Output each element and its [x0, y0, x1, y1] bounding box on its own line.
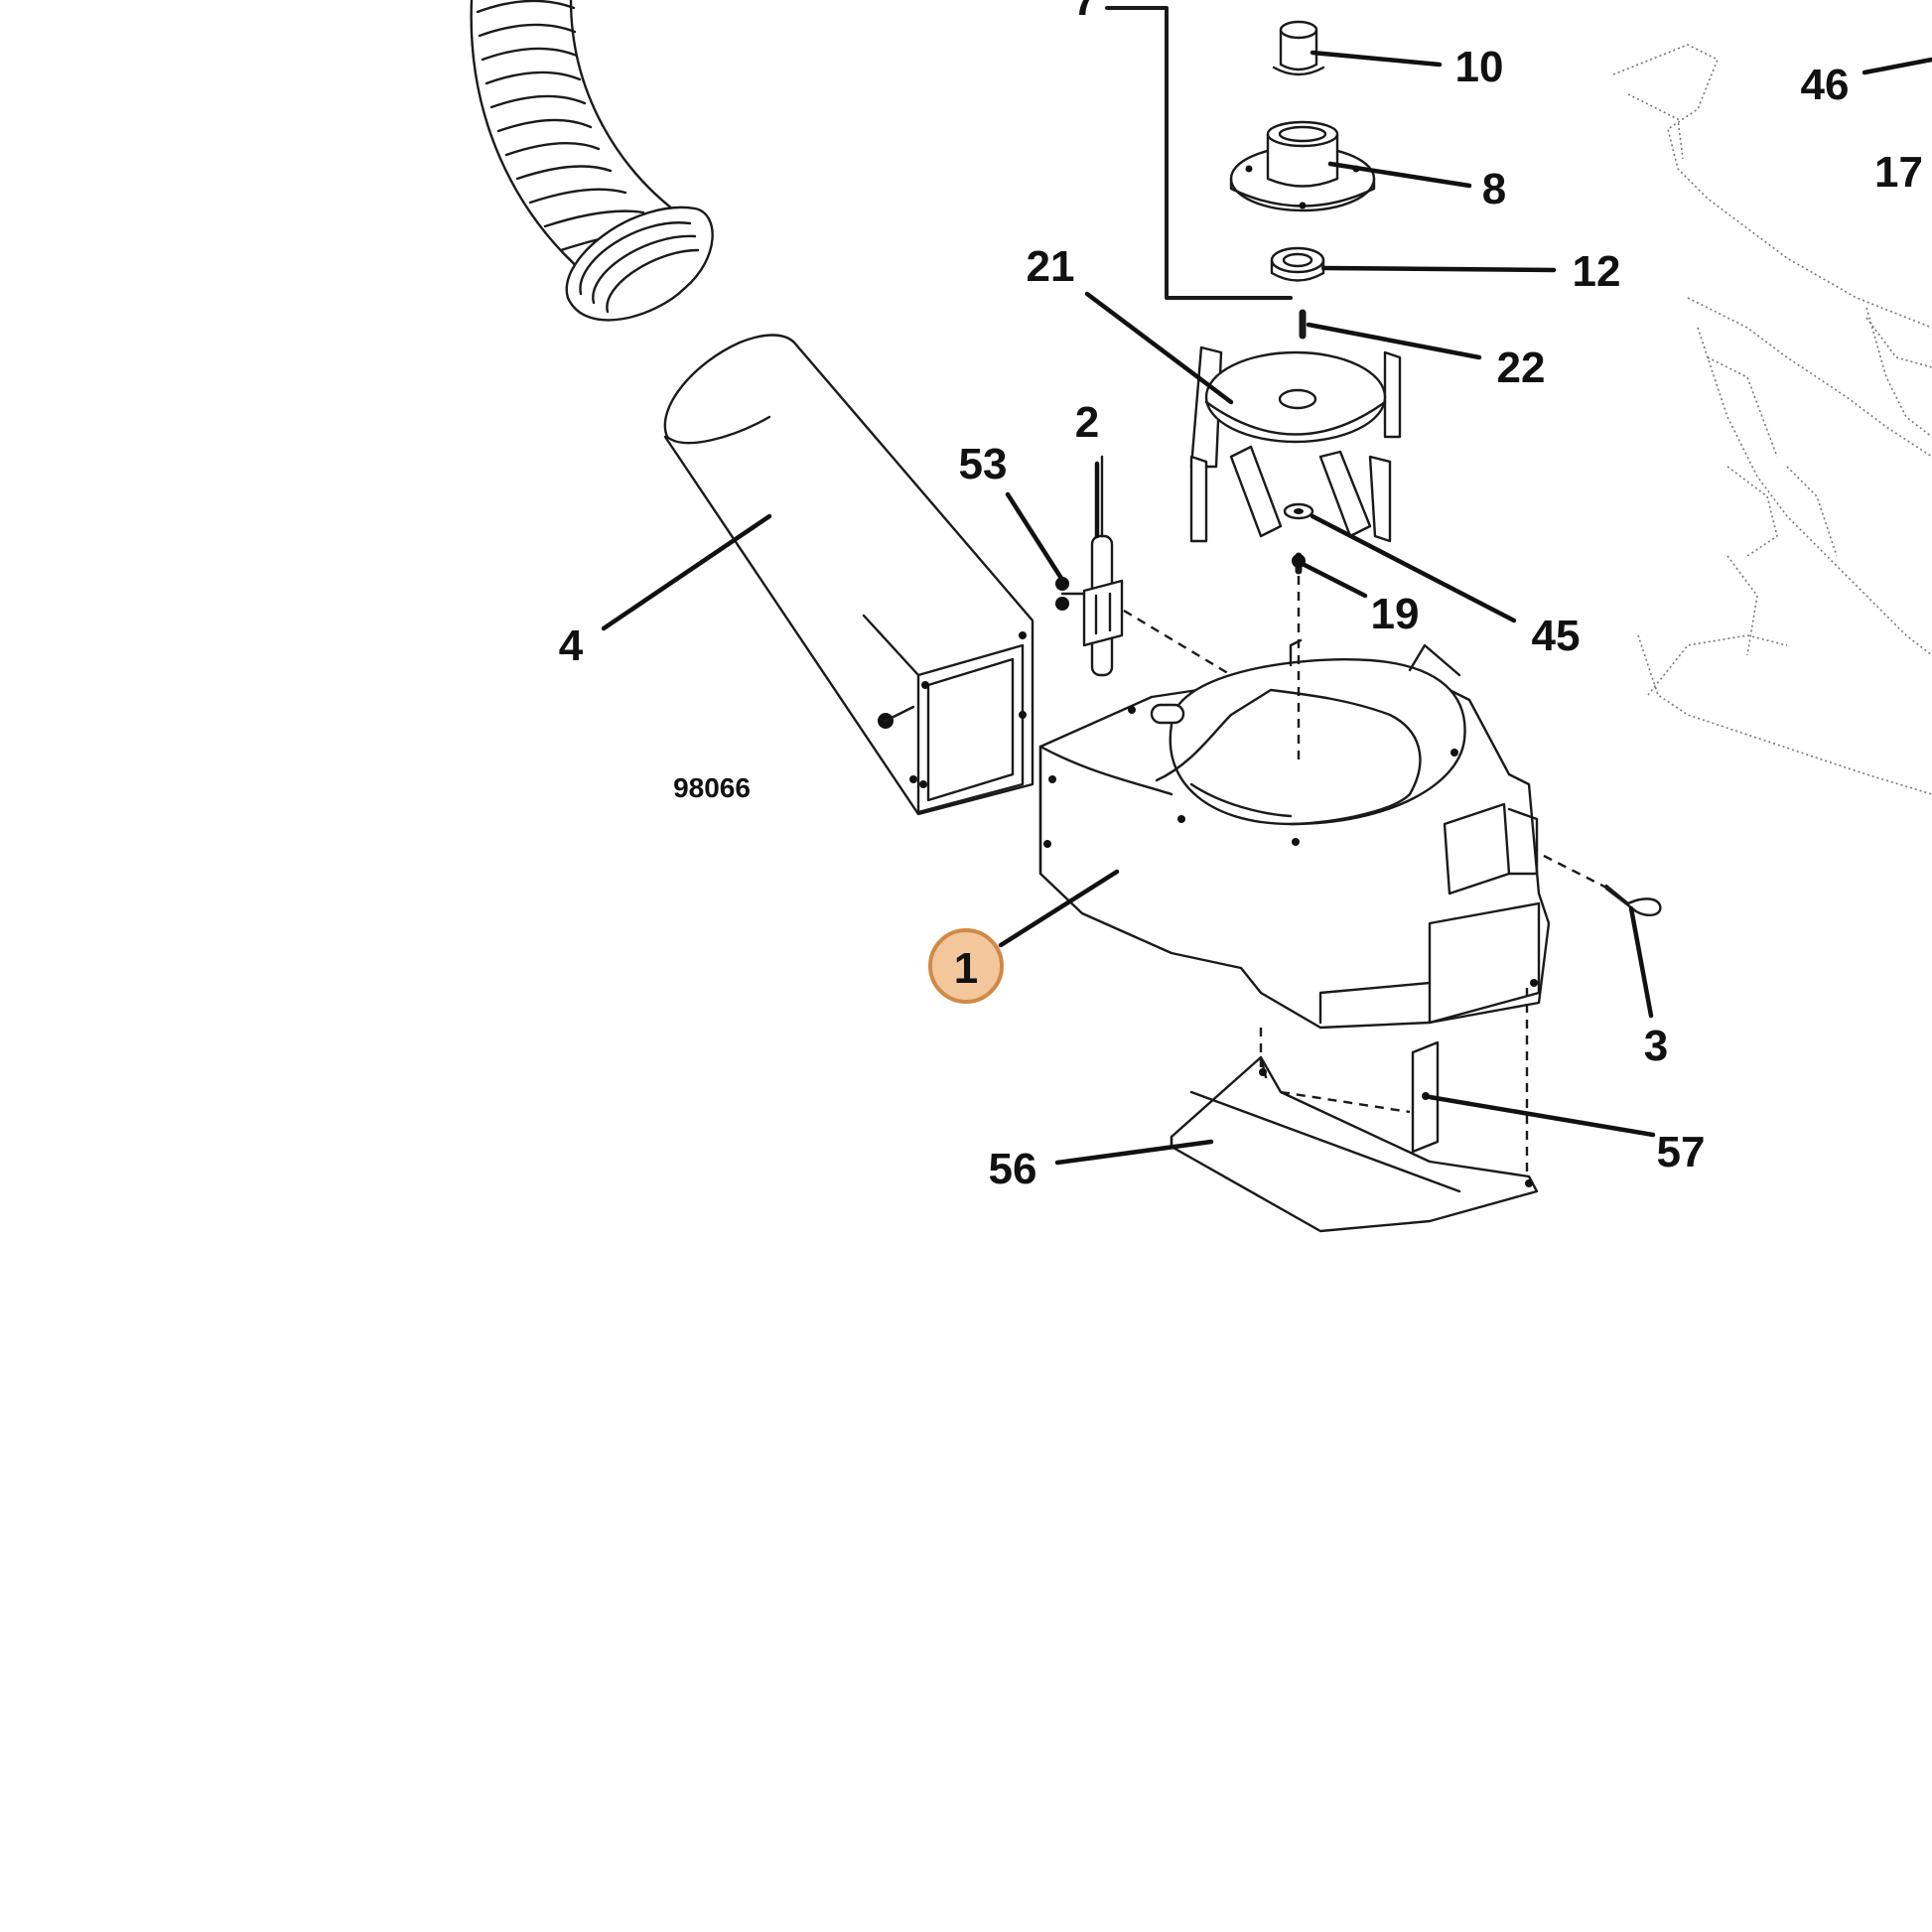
group-bracket-7 — [1105, 6, 1293, 300]
callout-8[interactable]: 8 — [1482, 165, 1506, 213]
callout-12[interactable]: 12 — [1573, 247, 1621, 296]
flexible-hose — [470, 0, 714, 322]
callout-53[interactable]: 53 — [959, 440, 1008, 488]
callout-45[interactable]: 45 — [1532, 612, 1581, 660]
blower-housing — [1038, 638, 1551, 1030]
figure-code: 98066 — [673, 772, 751, 803]
base-plate — [1170, 988, 1539, 1233]
callout-labels: 1 2 3 4 7 8 10 12 17 19 21 22 45 46 53 5… — [559, 0, 1923, 1193]
hairpin-clip — [1543, 854, 1662, 917]
callout-7[interactable]: 7 — [1073, 0, 1097, 25]
callout-3[interactable]: 3 — [1644, 1022, 1668, 1070]
callout-10[interactable]: 10 — [1455, 43, 1504, 91]
callout-19[interactable]: 19 — [1371, 590, 1420, 638]
callout-57[interactable]: 57 — [1657, 1128, 1706, 1176]
callout-56[interactable]: 56 — [989, 1145, 1037, 1193]
callout-2[interactable]: 2 — [1075, 398, 1099, 447]
impeller — [1189, 345, 1402, 543]
ghost-machine-outline — [1612, 44, 1932, 795]
callout-46[interactable]: 46 — [1801, 61, 1850, 109]
callout-17[interactable]: 17 — [1874, 148, 1923, 197]
callout-1-highlight — [928, 928, 1004, 1004]
discharge-chute — [663, 334, 1035, 816]
callout-22[interactable]: 22 — [1497, 344, 1546, 392]
callout-4[interactable]: 4 — [559, 621, 584, 670]
callout-21[interactable]: 21 — [1027, 242, 1075, 291]
clamp-assembly — [1055, 455, 1232, 677]
callout-1[interactable]: 1 — [954, 944, 978, 993]
leader-lines — [601, 50, 1932, 1166]
